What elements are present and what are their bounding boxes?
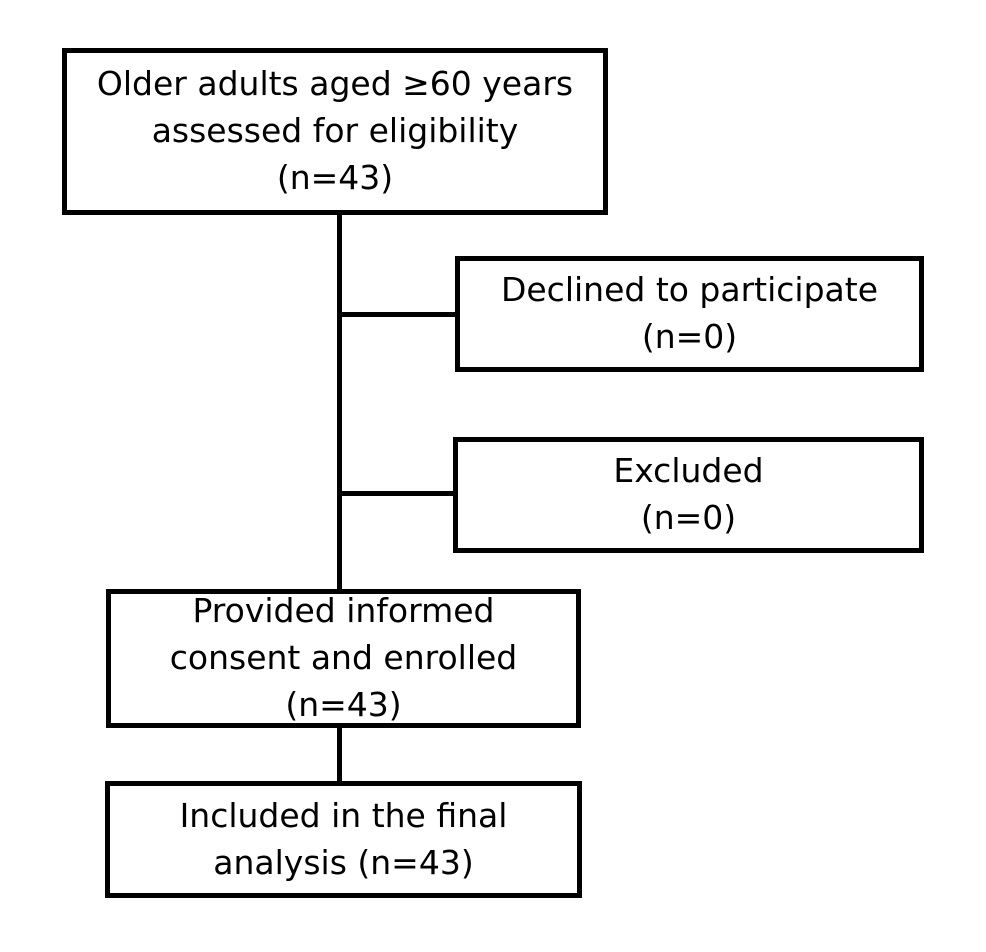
declined-to-participate-box: Declined to participate (n=0) (455, 256, 924, 372)
consent-to-final-connector-line (337, 727, 342, 782)
informed-consent-enrolled-box: Provided informed consent and enrolled (… (106, 589, 581, 728)
declined-branch-connector-line (340, 312, 456, 317)
main-vertical-connector-line (337, 214, 342, 590)
final-analysis-box-text: Included in the final analysis (n=43) (179, 795, 508, 882)
eligibility-box-text: Older adults aged ≥60 years assessed for… (96, 64, 574, 197)
declined-to-participate-box-text: Declined to participate (n=0) (500, 270, 879, 356)
excluded-box-text: Excluded (n=0) (613, 451, 764, 537)
eligibility-box: Older adults aged ≥60 years assessed for… (62, 48, 608, 215)
excluded-branch-connector-line (340, 491, 454, 496)
excluded-box: Excluded (n=0) (453, 437, 924, 553)
final-analysis-box: Included in the final analysis (n=43) (105, 781, 582, 898)
informed-consent-enrolled-box-text: Provided informed consent and enrolled (… (169, 591, 518, 724)
